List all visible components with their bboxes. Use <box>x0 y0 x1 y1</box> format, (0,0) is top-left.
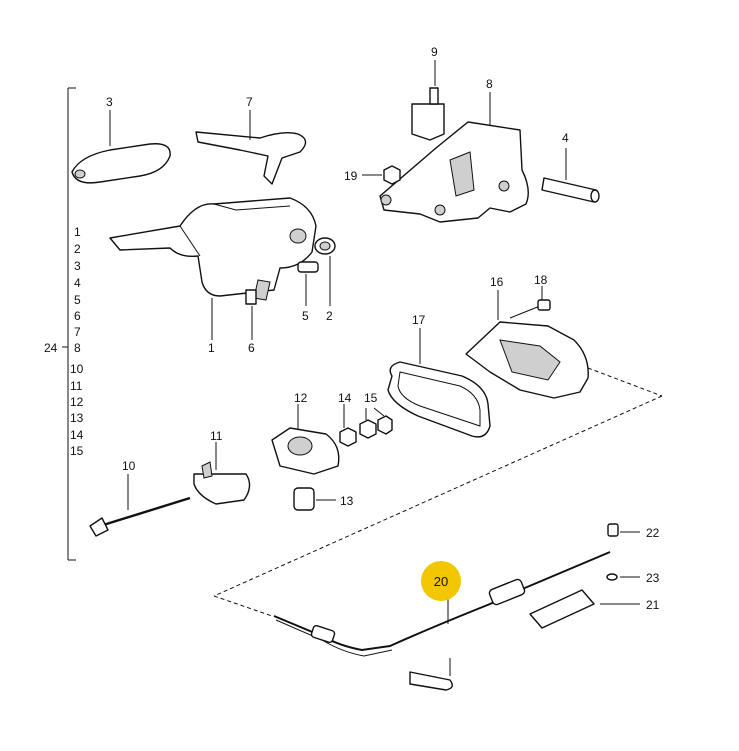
side-list-item: 12 <box>70 395 84 409</box>
side-list-item: 1 <box>74 225 81 239</box>
side-list-item: 13 <box>70 411 84 425</box>
callout-17: 17 <box>412 313 426 327</box>
part-3-grip: 3 <box>71 95 171 184</box>
side-list-item: 6 <box>74 309 81 323</box>
part-15-nuts: 15 <box>359 391 393 439</box>
side-list-item: 2 <box>74 242 81 256</box>
callout-14: 14 <box>338 391 352 405</box>
highlight-label: 20 <box>434 574 448 589</box>
callout-10: 10 <box>122 459 136 473</box>
callout-6: 6 <box>248 341 255 355</box>
part-10-rod: 10 <box>89 459 191 537</box>
part-13-sleeve: 13 <box>293 487 354 511</box>
part-8-bracket: 8 <box>379 77 529 223</box>
assembly-lines <box>213 367 663 617</box>
callout-4: 4 <box>562 131 569 145</box>
part-20-cable: 20 <box>273 551 611 657</box>
callout-15: 15 <box>364 391 378 405</box>
part-19-nut: 19 <box>344 165 401 185</box>
callout-1: 1 <box>208 341 215 355</box>
callout-19: 19 <box>344 169 358 183</box>
side-list-item: 11 <box>70 379 83 393</box>
callout-3: 3 <box>106 95 113 109</box>
side-list-item: 3 <box>74 259 81 273</box>
side-list-item: 4 <box>74 276 81 290</box>
callout-2: 2 <box>326 309 333 323</box>
part-11-clamp: 11 <box>193 429 251 505</box>
callout-9: 9 <box>431 45 438 59</box>
callout-21: 21 <box>646 598 660 612</box>
callout-8: 8 <box>486 77 493 91</box>
callout-16: 16 <box>490 275 504 289</box>
side-list-item: 8 <box>74 341 81 355</box>
side-list-item: 5 <box>74 293 81 307</box>
part-9-switch: 9 <box>411 45 445 141</box>
side-list-item: 14 <box>70 428 84 442</box>
side-list-label: 24 <box>44 341 58 355</box>
part-23-washer: 23 <box>606 571 660 585</box>
callout-5: 5 <box>302 309 309 323</box>
part-21-sleeve: 21 <box>529 589 660 629</box>
part-6-clip: 6 <box>245 289 257 355</box>
part-5-bolt: 5 <box>297 261 319 323</box>
callout-12: 12 <box>294 391 308 405</box>
part-16-cover: 16 <box>465 275 589 399</box>
callout-13: 13 <box>340 494 354 508</box>
side-list-item: 15 <box>70 444 84 458</box>
part-18-bolt: 18 <box>509 273 551 319</box>
callout-11: 11 <box>210 429 223 443</box>
callout-7: 7 <box>246 95 253 109</box>
side-list-item: 7 <box>74 325 81 339</box>
part-4-pin: 4 <box>541 131 600 203</box>
cable-clip <box>409 658 453 691</box>
part-7-lever: 7 <box>195 95 307 185</box>
part-14-nut: 14 <box>338 391 357 447</box>
part-12-ratchet: 12 <box>271 391 340 475</box>
part-22-bolt: 22 <box>607 523 660 540</box>
side-list-bracket: 24 <box>44 87 76 561</box>
callout-22: 22 <box>646 526 660 540</box>
side-list-item: 10 <box>70 362 84 376</box>
part-17-gasket: 17 <box>387 313 491 438</box>
callout-23: 23 <box>646 571 660 585</box>
highlight-marker[interactable] <box>421 561 461 601</box>
part-1-housing: 1 <box>109 197 317 355</box>
side-list: 1 2 3 4 5 6 7 8 10 11 12 13 14 15 <box>70 225 84 458</box>
callout-18: 18 <box>534 273 548 287</box>
part-2-bushing: 2 <box>314 237 336 323</box>
